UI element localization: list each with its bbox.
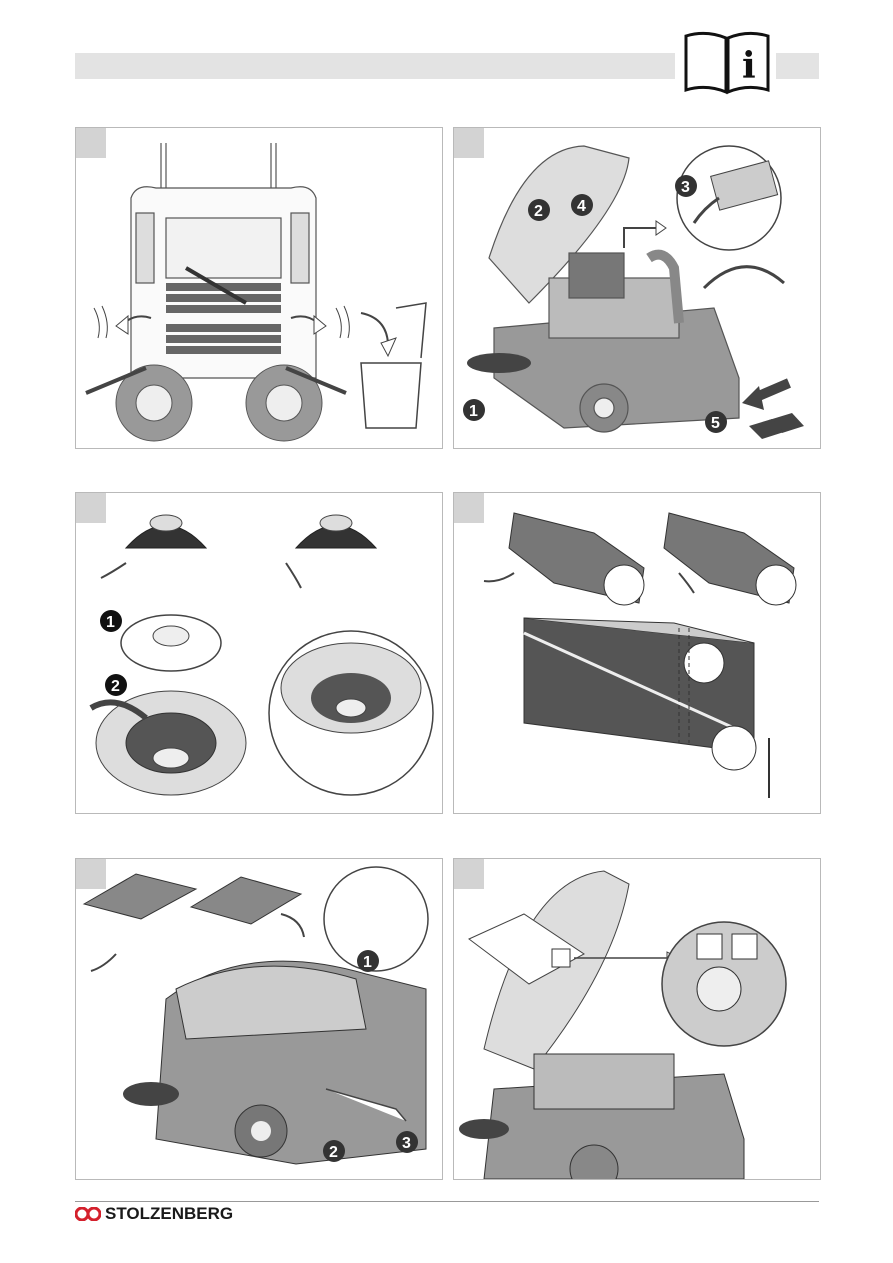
brand-logo: STOLZENBERG xyxy=(75,1203,233,1225)
panel-side-brush: 1 2 xyxy=(75,492,443,814)
step-number: 2 xyxy=(534,203,543,220)
info-glyph: i xyxy=(742,45,756,87)
info-manual-icon: i xyxy=(682,28,772,96)
illustration-main-brush xyxy=(454,493,820,813)
step-number: 3 xyxy=(402,1135,411,1152)
step-number: 1 xyxy=(106,614,115,631)
illustration-side-brush: 1 2 xyxy=(76,493,442,813)
brand-name: STOLZENBERG xyxy=(105,1204,233,1224)
panel-filter-replacement: 1 2 3 xyxy=(75,858,443,1180)
brand-mark-icon xyxy=(75,1207,101,1221)
illustration-fan-check xyxy=(454,859,820,1179)
fan-warning-icon xyxy=(552,949,570,967)
illustration-filter-replace: 1 2 3 xyxy=(76,859,442,1179)
header-bar-right xyxy=(776,53,819,79)
illustration-open-hood: 2 4 3 1 5 xyxy=(454,128,820,448)
footer-divider xyxy=(75,1201,819,1202)
step-number: 2 xyxy=(111,678,120,695)
step-number: 5 xyxy=(711,415,720,432)
panel-battery-access: 2 4 3 1 5 xyxy=(453,127,821,449)
panel-filter-cleaning xyxy=(75,127,443,449)
fan-icon xyxy=(732,934,757,959)
fan-icon-crossed xyxy=(697,934,722,959)
header-bar xyxy=(75,53,675,79)
step-number: 1 xyxy=(469,403,478,420)
step-badges: 1 2 xyxy=(100,610,127,696)
illustration-filter-shake xyxy=(76,128,442,448)
step-number: 1 xyxy=(363,954,372,971)
panel-fan-check xyxy=(453,858,821,1180)
step-number: 3 xyxy=(681,179,690,196)
step-number: 4 xyxy=(577,198,586,215)
panel-main-brush xyxy=(453,492,821,814)
step-number: 2 xyxy=(329,1144,338,1161)
